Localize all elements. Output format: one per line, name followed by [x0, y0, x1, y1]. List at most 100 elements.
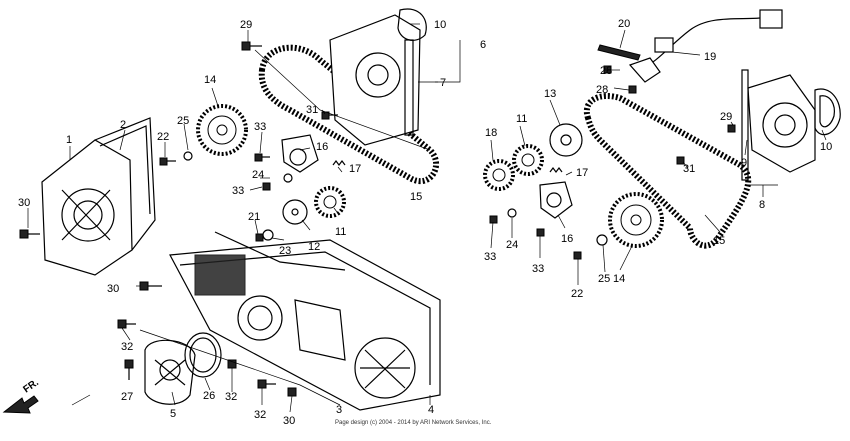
callout-4: 4 — [428, 404, 434, 416]
bolt-33-d — [536, 228, 545, 237]
callout-33-c: 33 — [484, 251, 496, 263]
callout-20: 20 — [618, 18, 630, 30]
bolt-22-right — [573, 251, 582, 260]
callout-24-left: 24 — [252, 169, 264, 181]
callout-31-left: 31 — [306, 104, 318, 116]
callout-31-right: 31 — [683, 163, 695, 175]
callout-19: 19 — [704, 51, 716, 63]
timing-belt-right — [583, 93, 752, 249]
washer-24-right — [507, 208, 517, 218]
callout-7: 7 — [440, 77, 446, 89]
washer-25-right — [596, 234, 608, 246]
water-pump-cover — [144, 339, 196, 405]
callout-14-right: 14 — [613, 273, 625, 285]
tensioner-16-right — [539, 181, 573, 219]
callout-11-right: 11 — [516, 113, 527, 125]
bolt-27 — [124, 359, 134, 380]
bolt-32-b — [227, 359, 237, 369]
callout-15-left: 15 — [410, 191, 422, 203]
callout-2: 2 — [120, 119, 126, 131]
washer-23 — [262, 229, 274, 241]
callout-18: 18 — [485, 127, 497, 139]
callout-9: 9 — [741, 157, 747, 169]
callout-32-b: 32 — [225, 391, 237, 403]
callout-1: 1 — [66, 134, 72, 146]
sensor-harness — [628, 9, 783, 83]
leader-lines — [27, 23, 827, 413]
copyright-notice: Page design (c) 2004 - 2014 by ARI Netwo… — [335, 420, 492, 426]
idler-pulley-11-left — [314, 186, 346, 218]
callout-33-b: 33 — [232, 185, 244, 197]
callout-25-left: 25 — [177, 115, 189, 127]
callout-17-right: 17 — [576, 167, 588, 179]
callout-21: 21 — [248, 211, 260, 223]
callout-11-left: 11 — [335, 226, 346, 238]
camshaft-pulley-left — [196, 104, 248, 156]
cover-seal-10-top — [397, 8, 427, 41]
callout-33-d: 33 — [532, 263, 544, 275]
bolt-33-a — [254, 153, 270, 162]
bolt-32-c — [257, 379, 276, 389]
water-pump-gasket — [184, 332, 222, 378]
callout-16-right: 16 — [561, 233, 573, 245]
camshaft-pulley-right — [608, 192, 664, 248]
bolt-29-top — [241, 41, 262, 51]
callout-22-right: 22 — [571, 288, 583, 300]
crank-pulley-18 — [483, 159, 515, 191]
bolt-31-right — [676, 156, 685, 165]
callout-23: 23 — [279, 245, 291, 257]
bolt-30-mid — [139, 281, 162, 291]
bolt-28-a — [603, 65, 612, 74]
upper-timing-cover-middle — [329, 14, 421, 146]
callout-33-a: 33 — [254, 121, 266, 133]
bolt-22-left — [159, 157, 176, 166]
guide-plate-12 — [282, 199, 308, 225]
callouts: 1 2 3 4 5 6 7 8 9 10 10 11 11 12 13 14 1… — [18, 18, 832, 427]
timing-plate-13 — [549, 123, 583, 157]
front-label: FR. — [21, 377, 41, 395]
front-arrow-icon — [2, 395, 39, 414]
callout-3: 3 — [336, 404, 342, 416]
bolt-30-lefttop — [19, 229, 40, 239]
callout-17-left: 17 — [349, 163, 361, 175]
callout-30-left: 30 — [18, 197, 30, 209]
callout-32-a: 32 — [121, 341, 133, 353]
callout-15-right: 15 — [713, 235, 725, 247]
rear-timing-cover-left — [41, 139, 133, 276]
cover-seal-strip — [214, 231, 346, 271]
callout-28-a: 28 — [600, 65, 612, 77]
callout-30-bottom: 30 — [283, 415, 295, 427]
callout-30-mid: 30 — [107, 283, 119, 295]
bolt-28-b — [628, 85, 637, 94]
tensioner-16-left — [281, 134, 319, 173]
tensioner-spring-17-right — [549, 167, 563, 173]
callout-32-c: 32 — [254, 409, 266, 421]
callout-13: 13 — [544, 88, 556, 100]
tensioner-spring-17-left — [332, 160, 346, 166]
upper-timing-cover-right — [741, 69, 816, 181]
bolt-29-right — [727, 124, 736, 133]
callout-26: 26 — [203, 390, 215, 402]
callout-8: 8 — [759, 199, 765, 211]
bolt-33-c — [489, 215, 498, 224]
callout-10-top: 10 — [434, 19, 446, 31]
callout-16-left: 16 — [316, 141, 328, 153]
washer-25-left — [183, 151, 193, 161]
callout-22-left: 22 — [157, 131, 169, 143]
callout-28-b: 28 — [596, 84, 608, 96]
bolt-30-bottom — [287, 387, 297, 397]
callout-29-top: 29 — [240, 19, 252, 31]
idler-pulley-11-right — [512, 144, 544, 176]
callout-6: 6 — [480, 39, 486, 51]
callout-5: 5 — [170, 408, 176, 420]
bolt-33-b — [262, 182, 271, 191]
lower-timing-cover — [169, 239, 441, 411]
callout-12: 12 — [308, 241, 320, 253]
cover-seal-10-right — [814, 88, 841, 136]
callout-14-left: 14 — [204, 74, 216, 86]
callout-25-right: 25 — [598, 273, 610, 285]
callout-10-right: 10 — [820, 141, 832, 153]
callout-24-right: 24 — [506, 239, 518, 251]
front-direction-indicator: FR. — [2, 377, 41, 414]
